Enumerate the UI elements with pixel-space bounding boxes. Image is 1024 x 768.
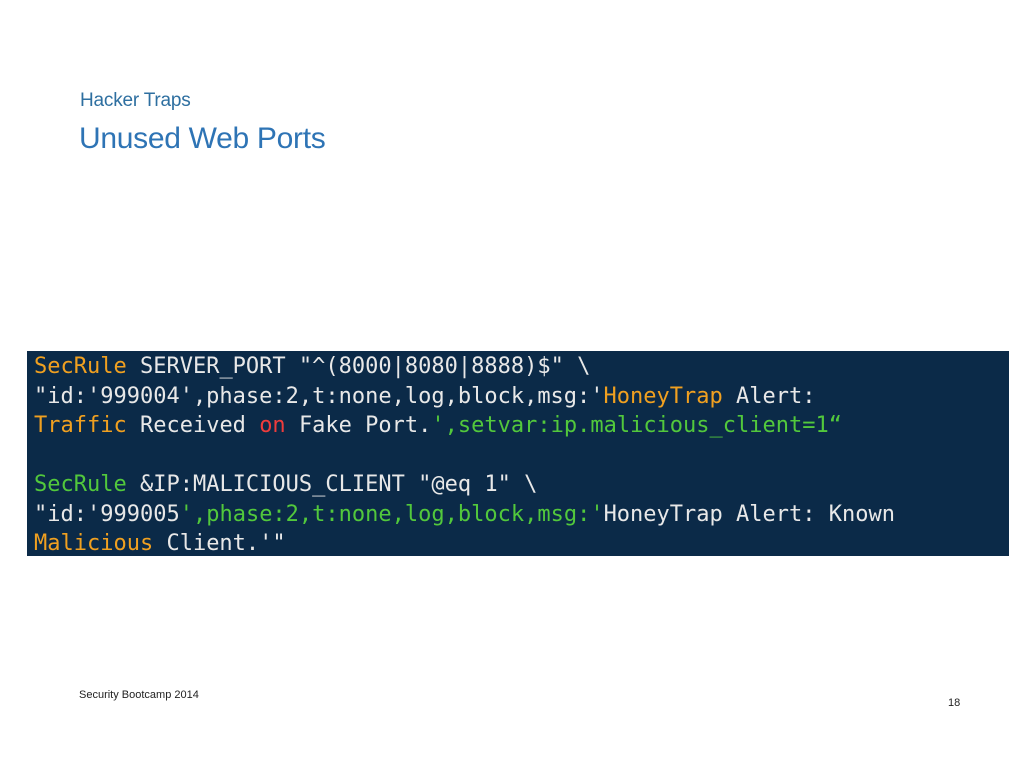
code-token: SERVER_PORT: [139, 354, 299, 379]
code-token: "id:': [34, 501, 101, 527]
code-token: 999005: [100, 501, 180, 527]
code-line: SecRule SERVER_PORT "^(8000|8080|8888)$"…: [34, 352, 1009, 382]
code-token: ',phase:2,t:none,log,block,msg:': [179, 501, 604, 527]
slide-title: Unused Web Ports: [79, 122, 326, 155]
code-token: "@eq 1" \: [418, 472, 538, 497]
code-token: on: [259, 413, 299, 438]
code-line: [34, 441, 1009, 471]
code-token: ',setvar:ip.malicious_client=1“: [431, 413, 842, 438]
code-token: SecRule: [34, 472, 140, 497]
code-token: Received: [139, 413, 260, 438]
code-token: Fake Port.: [298, 413, 432, 438]
code-token: Traffic: [34, 413, 140, 438]
code-line: "id:'999004',phase:2,t:none,log,block,ms…: [34, 382, 1009, 412]
code-line: "id:'999005',phase:2,t:none,log,block,ms…: [34, 500, 1009, 530]
code-token: '": [259, 531, 286, 556]
code-token: SecRule: [34, 354, 140, 379]
code-line: Malicious Client.'": [34, 529, 1009, 559]
slide-subtitle: Hacker Traps: [80, 90, 191, 111]
code-block: SecRule SERVER_PORT "^(8000|8080|8888)$"…: [27, 351, 1009, 556]
code-line: Traffic Received on Fake Port.',setvar:i…: [34, 411, 1009, 441]
code-token: "id:'999004',phase:2,t:none,log,block,ms…: [34, 383, 604, 409]
code-token: HoneyTrap Alert: Known: [603, 501, 895, 527]
code-token: HoneyTrap: [603, 383, 736, 409]
code-line: SecRule &IP:MALICIOUS_CLIENT "@eq 1" \: [34, 470, 1009, 500]
code-token: &IP:MALICIOUS_CLIENT: [139, 472, 419, 497]
code-token: "^(8000|8080|8888)$" \: [298, 354, 591, 379]
footer-text: Security Bootcamp 2014: [79, 689, 199, 701]
code-token: Client.: [166, 531, 260, 556]
code-token: Malicious: [34, 531, 167, 556]
page-number: 18: [948, 697, 961, 709]
code-token: Alert:: [736, 383, 816, 409]
